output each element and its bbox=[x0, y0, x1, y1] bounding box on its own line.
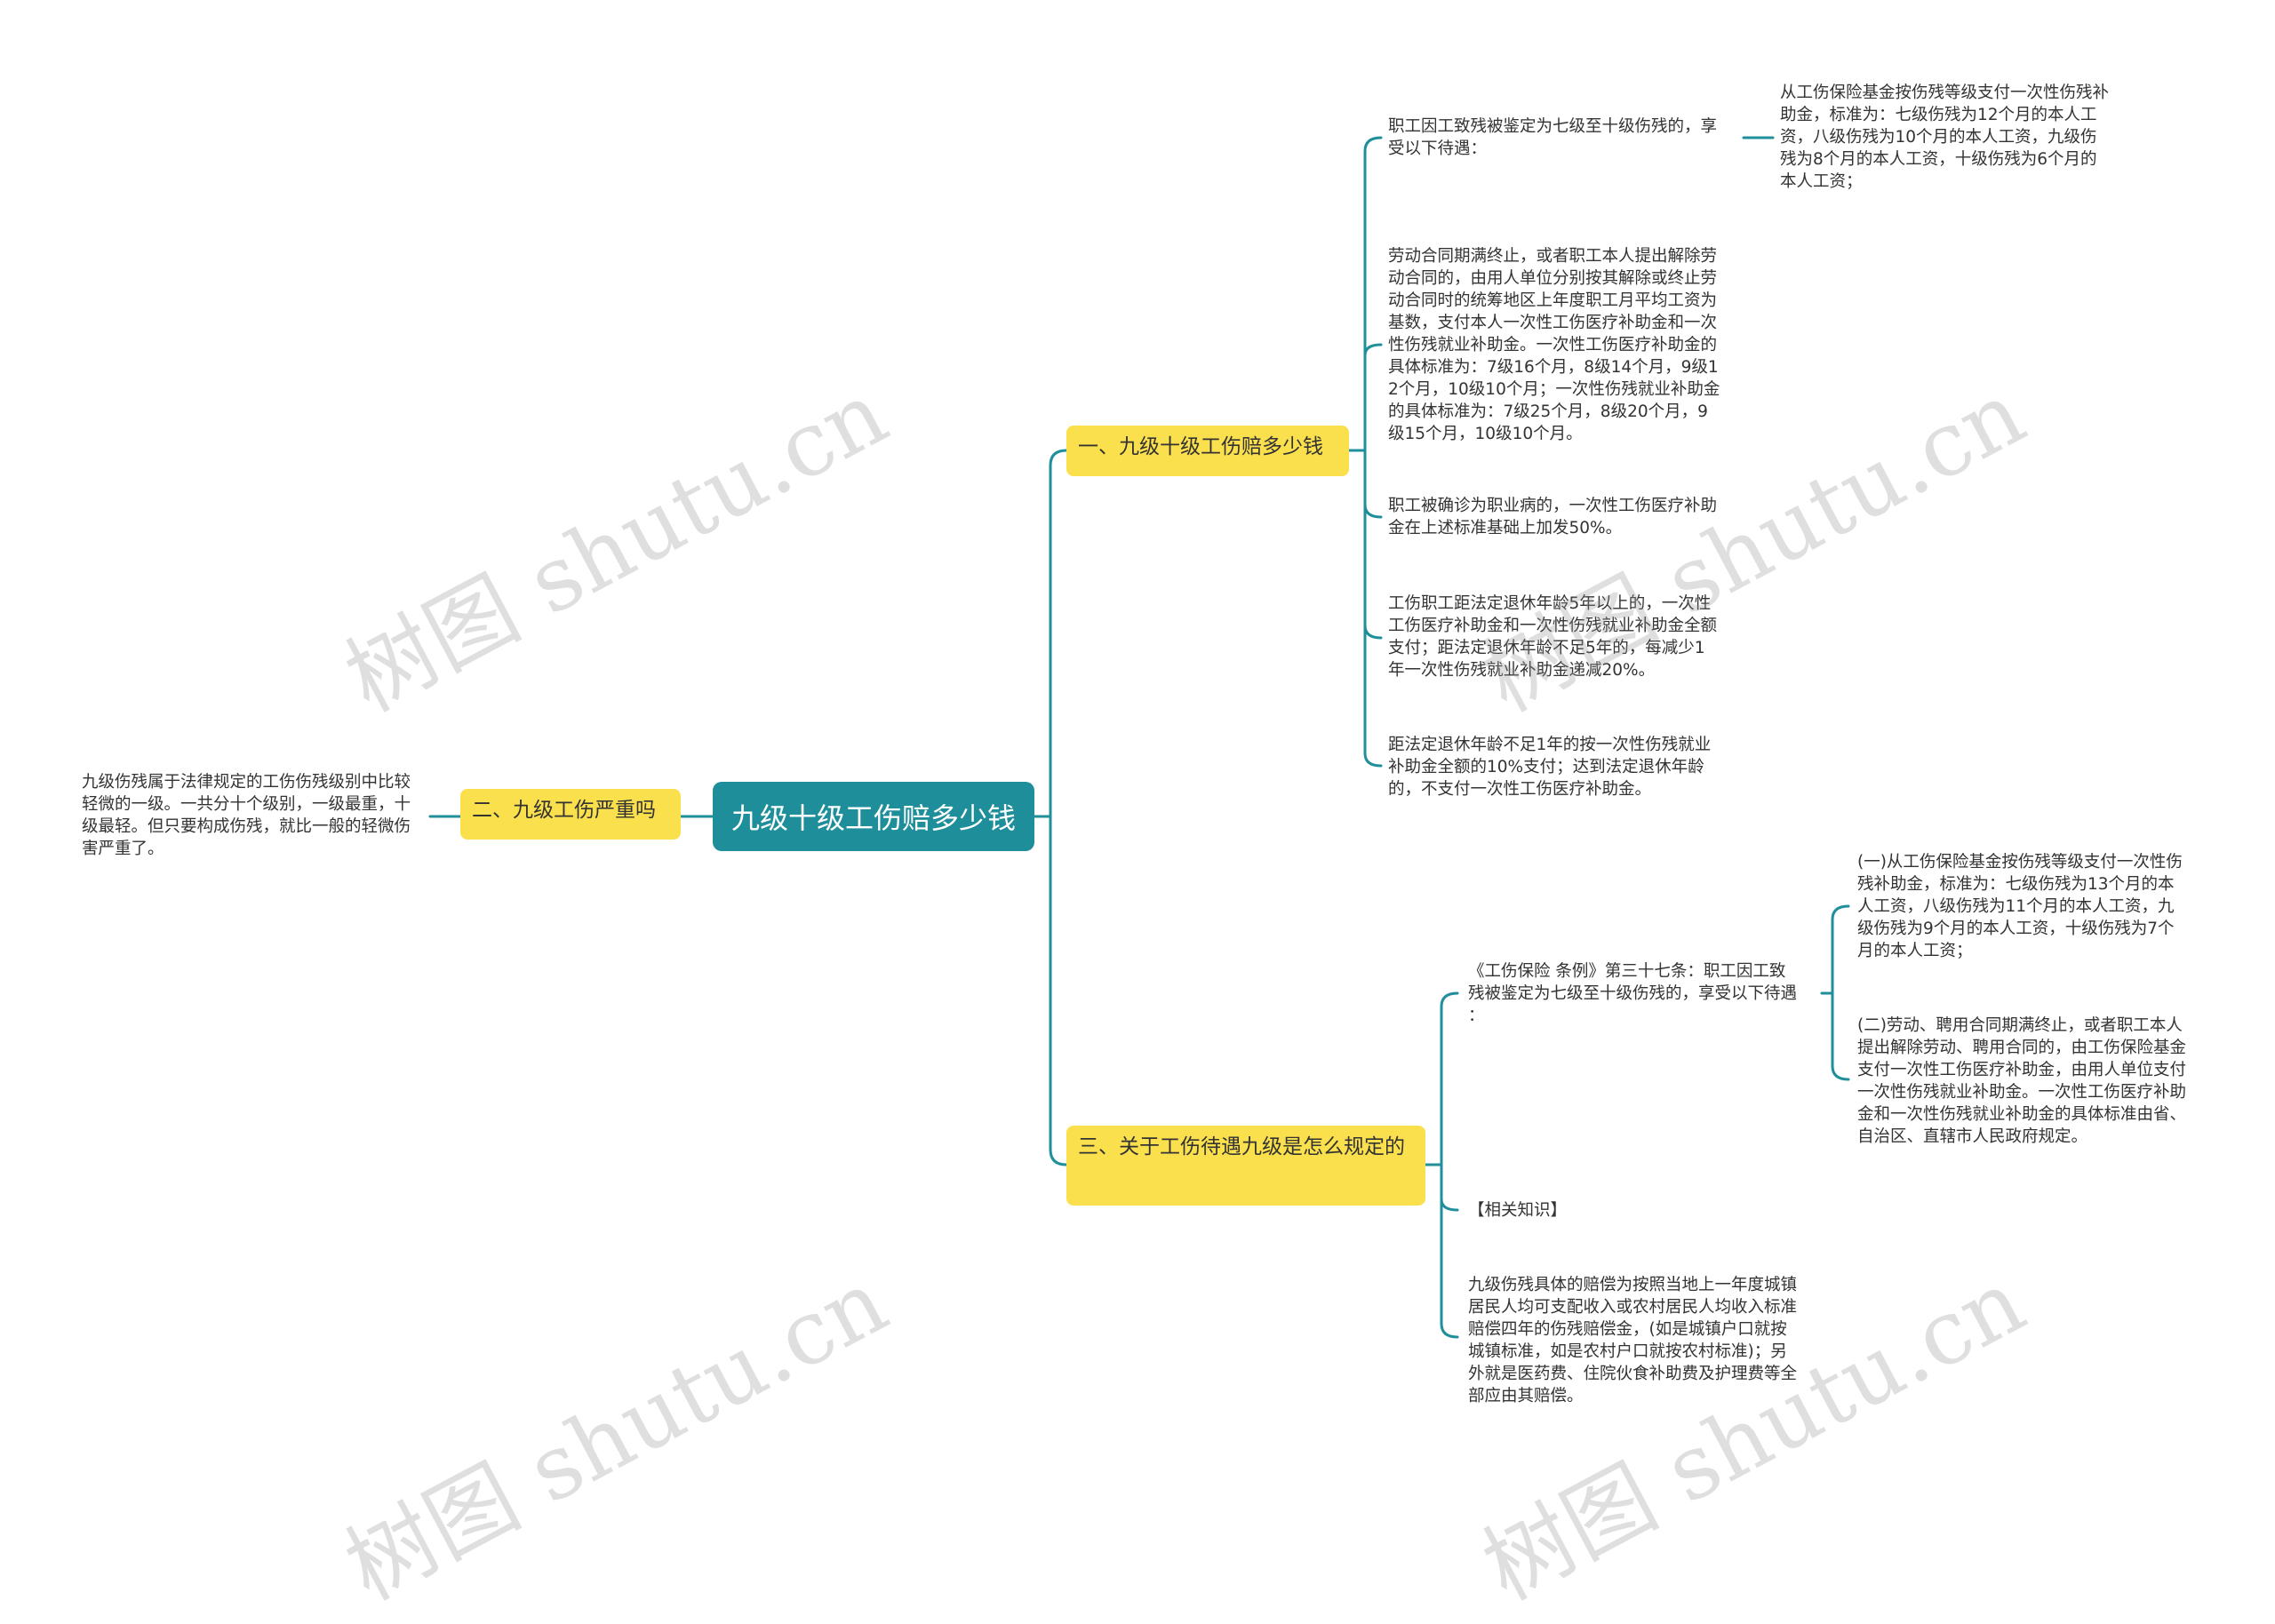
branch-node-severity[interactable]: 二、九级工伤严重吗 bbox=[460, 789, 681, 840]
link-root-b3 bbox=[1049, 815, 1068, 1166]
link-b1-c bbox=[1363, 449, 1383, 519]
leaf-node[interactable]: 九级伤残具体的赔偿为按照当地上一年度城镇 居民人均可支配收入或农村居民人均收入标… bbox=[1468, 1276, 1798, 1405]
link-b1-d bbox=[1363, 449, 1383, 640]
link-b1-a bbox=[1363, 136, 1383, 452]
link-root-b1 bbox=[1049, 449, 1068, 818]
leaf-node[interactable]: 《工伤保险 条例》第三十七条：职工因工致 残被鉴定为七级至十级伤残的，享受以下待… bbox=[1468, 962, 1798, 1025]
leaf-node[interactable]: 从工伤保险基金按伤残等级支付一次性伤残补 助金，标准为：七级伤残为12个月的本人… bbox=[1780, 84, 2110, 191]
link-b3a-2 bbox=[1831, 991, 1850, 1081]
leaf-node[interactable]: 职工被确诊为职业病的，一次性工伤医疗补助 金在上述标准基础上加发50%。 bbox=[1388, 497, 1718, 537]
leaf-node[interactable]: (一)从工伤保险基金按伤残等级支付一次性伤 残补助金，标准为：七级伤残为13个月… bbox=[1857, 853, 2183, 960]
link-b3-a bbox=[1440, 991, 1459, 1166]
link-b3-b bbox=[1440, 1163, 1459, 1212]
link-b1-e bbox=[1363, 449, 1383, 768]
leaf-node[interactable]: 职工因工致残被鉴定为七级至十级伤残的，享 受以下待遇： bbox=[1388, 117, 1718, 158]
link-b1-b bbox=[1363, 343, 1383, 452]
branch-node-compensation[interactable]: 一、九级十级工伤赔多少钱 bbox=[1066, 426, 1349, 476]
link-b3a-1 bbox=[1831, 904, 1850, 995]
leaf-node[interactable]: 距法定退休年龄不足1年的按一次性伤残就业 补助金全额的10%支付；达到法定退休年… bbox=[1388, 736, 1712, 799]
leaf-node[interactable]: 【相关知识】 bbox=[1468, 1201, 1568, 1220]
leaf-node[interactable]: 九级伤残属于法律规定的工伤伤残级别中比较 轻微的一级。一共分十个级别，一级最重，… bbox=[82, 773, 411, 858]
leaf-node[interactable]: 劳动合同期满终止，或者职工本人提出解除劳 动合同的，由用人单位分别按其解除或终止… bbox=[1388, 247, 1720, 443]
leaf-node[interactable]: (二)劳动、聘用合同期满终止，或者职工本人 提出解除劳动、聘用合同的，由工伤保险… bbox=[1857, 1016, 2187, 1146]
connector-lines bbox=[428, 136, 1850, 1339]
branch-node-regulation[interactable]: 三、关于工伤待遇九级是怎么规定的 bbox=[1066, 1126, 1425, 1206]
link-b3-c bbox=[1440, 1163, 1459, 1339]
leaf-node[interactable]: 工伤职工距法定退休年龄5年以上的，一次性 工伤医疗补助金和一次性伤残就业补助金全… bbox=[1388, 594, 1718, 680]
root-node[interactable]: 九级十级工伤赔多少钱 bbox=[713, 782, 1034, 851]
